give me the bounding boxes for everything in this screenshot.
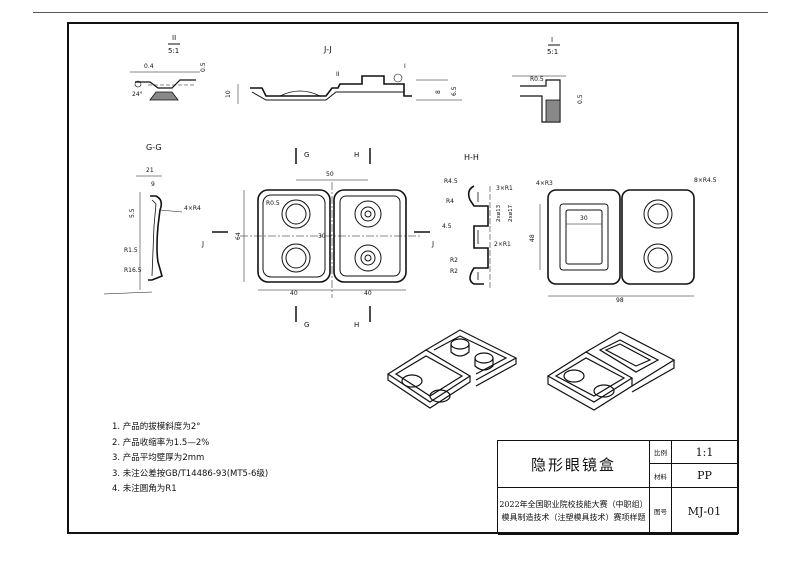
- drawing-number: MJ-01: [672, 488, 738, 535]
- note-item: 1. 产品的拔模斜度为2°: [112, 422, 201, 432]
- section-gg-dim-4: 5.5: [129, 208, 136, 218]
- section-view-gg: G-G 21 9 4×R4 5.5 R1.5 R16.5: [103, 143, 201, 295]
- section-gg-dim-1: 21: [146, 167, 154, 174]
- section-hh-dim-7: 2×R1: [494, 241, 511, 248]
- competition-title: 2022年全国职业院校技能大赛（中职组） 模具制造技术（注塑模具技术）赛项样题: [498, 488, 650, 535]
- top-right-dim-4: 48: [529, 234, 536, 242]
- front-dim-64: 64: [235, 232, 242, 240]
- detail-view-i: I 5:1 R0.5 0.5: [512, 36, 584, 123]
- section-hh-dim-9: R2: [450, 268, 458, 275]
- part-name: 隐形眼镜盒: [498, 441, 650, 488]
- detail-ii-label: II: [172, 34, 176, 42]
- section-jj-label: J-J: [323, 45, 332, 54]
- note-item: 4. 未注圆角为R1: [112, 484, 177, 494]
- section-hh-dim-1: R4.5: [444, 178, 458, 185]
- front-dim-40-right: 40: [364, 290, 372, 297]
- front-dim-50: 50: [326, 171, 334, 178]
- material-value: PP: [672, 464, 738, 488]
- detail-i-dim-1: R0.5: [530, 76, 544, 83]
- competition-line-2: 模具制造技术（注塑模具技术）赛项样题: [501, 513, 646, 522]
- scale-label: 比例: [650, 441, 672, 464]
- top-right-dim-2: 8×R4.5: [694, 177, 717, 184]
- side-mark-j-right: J: [431, 240, 434, 248]
- section-view-jj: J-J 10 8 6.5 II I: [225, 45, 462, 104]
- drawing-border: [67, 22, 739, 534]
- section-hh-dim-2: 3×R1: [496, 185, 513, 192]
- drawing-no-label: 图号: [650, 488, 672, 535]
- section-jj-dim-3: 6.5: [451, 86, 458, 96]
- detail-view-ii: II 5:1 0.4 24° 0.5: [130, 34, 207, 101]
- page-top-rule: [33, 12, 768, 13]
- section-hh-label: H-H: [464, 153, 479, 162]
- note-item: 2. 产品收缩率为1.5—2%: [112, 437, 210, 448]
- technical-notes: 1. 产品的拔模斜度为2° 2. 产品收缩率为1.5—2% 3. 产品平均壁厚为…: [112, 420, 268, 498]
- front-dim-30: 30: [318, 233, 326, 240]
- section-hh-dim-8: R2: [450, 257, 458, 264]
- section-hh-dim-5: 2xø17: [508, 204, 514, 222]
- detail-i-dim-2: 0.5: [577, 94, 584, 104]
- section-gg-dim-2: 9: [151, 181, 155, 188]
- section-hh-dim-4: 2xø13: [496, 204, 502, 222]
- detail-ii-dim-3: 0.5: [200, 62, 207, 72]
- front-dim-r05: R0.5: [266, 200, 280, 207]
- top-right-dim-5: 98: [616, 297, 624, 304]
- section-jj-marker-i: I: [404, 63, 406, 70]
- section-jj-marker-ii: II: [336, 71, 340, 78]
- detail-ii-dim-2: 24°: [132, 91, 143, 98]
- section-hh-dim-6: 4.5: [442, 223, 452, 230]
- section-gg-label: G-G: [146, 143, 162, 152]
- note-item: 3. 未注公差按GB/T14486-93(MT5-6级): [112, 468, 269, 479]
- competition-line-1: 2022年全国职业院校技能大赛（中职组）: [499, 500, 648, 509]
- detail-ii-scale: 5:1: [168, 47, 179, 55]
- section-hh-dim-3: R4: [446, 198, 454, 205]
- section-view-hh: H-H R4.5 3×R1 R4 2xø13 2xø17 4.5 2×R1 R2…: [442, 153, 514, 288]
- detail-ii-dim-1: 0.4: [144, 63, 154, 70]
- top-right-dim-3: 30: [580, 215, 588, 222]
- front-view: G H G H J J 50 R0.5 30 64: [201, 148, 434, 329]
- title-block: 隐形眼镜盒 比例 1:1 材料 PP 2022年全国职业院校技能大赛（中职组） …: [497, 440, 739, 535]
- isometric-view-open: [386, 329, 518, 409]
- side-mark-j-left: J: [201, 240, 204, 248]
- cut-label-h-top: H: [354, 151, 359, 159]
- section-gg-dim-3: 4×R4: [184, 205, 201, 212]
- top-right-view: 4×R3 8×R4.5 30 48 98: [529, 177, 717, 304]
- note-item: 3. 产品平均壁厚为2mm: [112, 453, 205, 463]
- front-dim-40-left: 40: [290, 290, 298, 297]
- section-jj-dim-2: 8: [435, 90, 442, 94]
- cut-label-g-top: G: [304, 151, 309, 159]
- isometric-view-closed: [546, 331, 676, 411]
- top-right-dim-1: 4×R3: [536, 180, 553, 187]
- scale-value: 1:1: [672, 441, 738, 464]
- section-gg-dim-6: R16.5: [124, 267, 142, 274]
- section-gg-dim-5: R1.5: [124, 247, 138, 254]
- section-jj-dim-1: 10: [225, 90, 232, 98]
- material-label: 材料: [650, 464, 672, 488]
- detail-i-scale: 5:1: [547, 48, 558, 56]
- cut-label-g-bottom: G: [304, 321, 309, 329]
- cut-label-h-bottom: H: [354, 321, 359, 329]
- detail-i-label: I: [551, 36, 553, 44]
